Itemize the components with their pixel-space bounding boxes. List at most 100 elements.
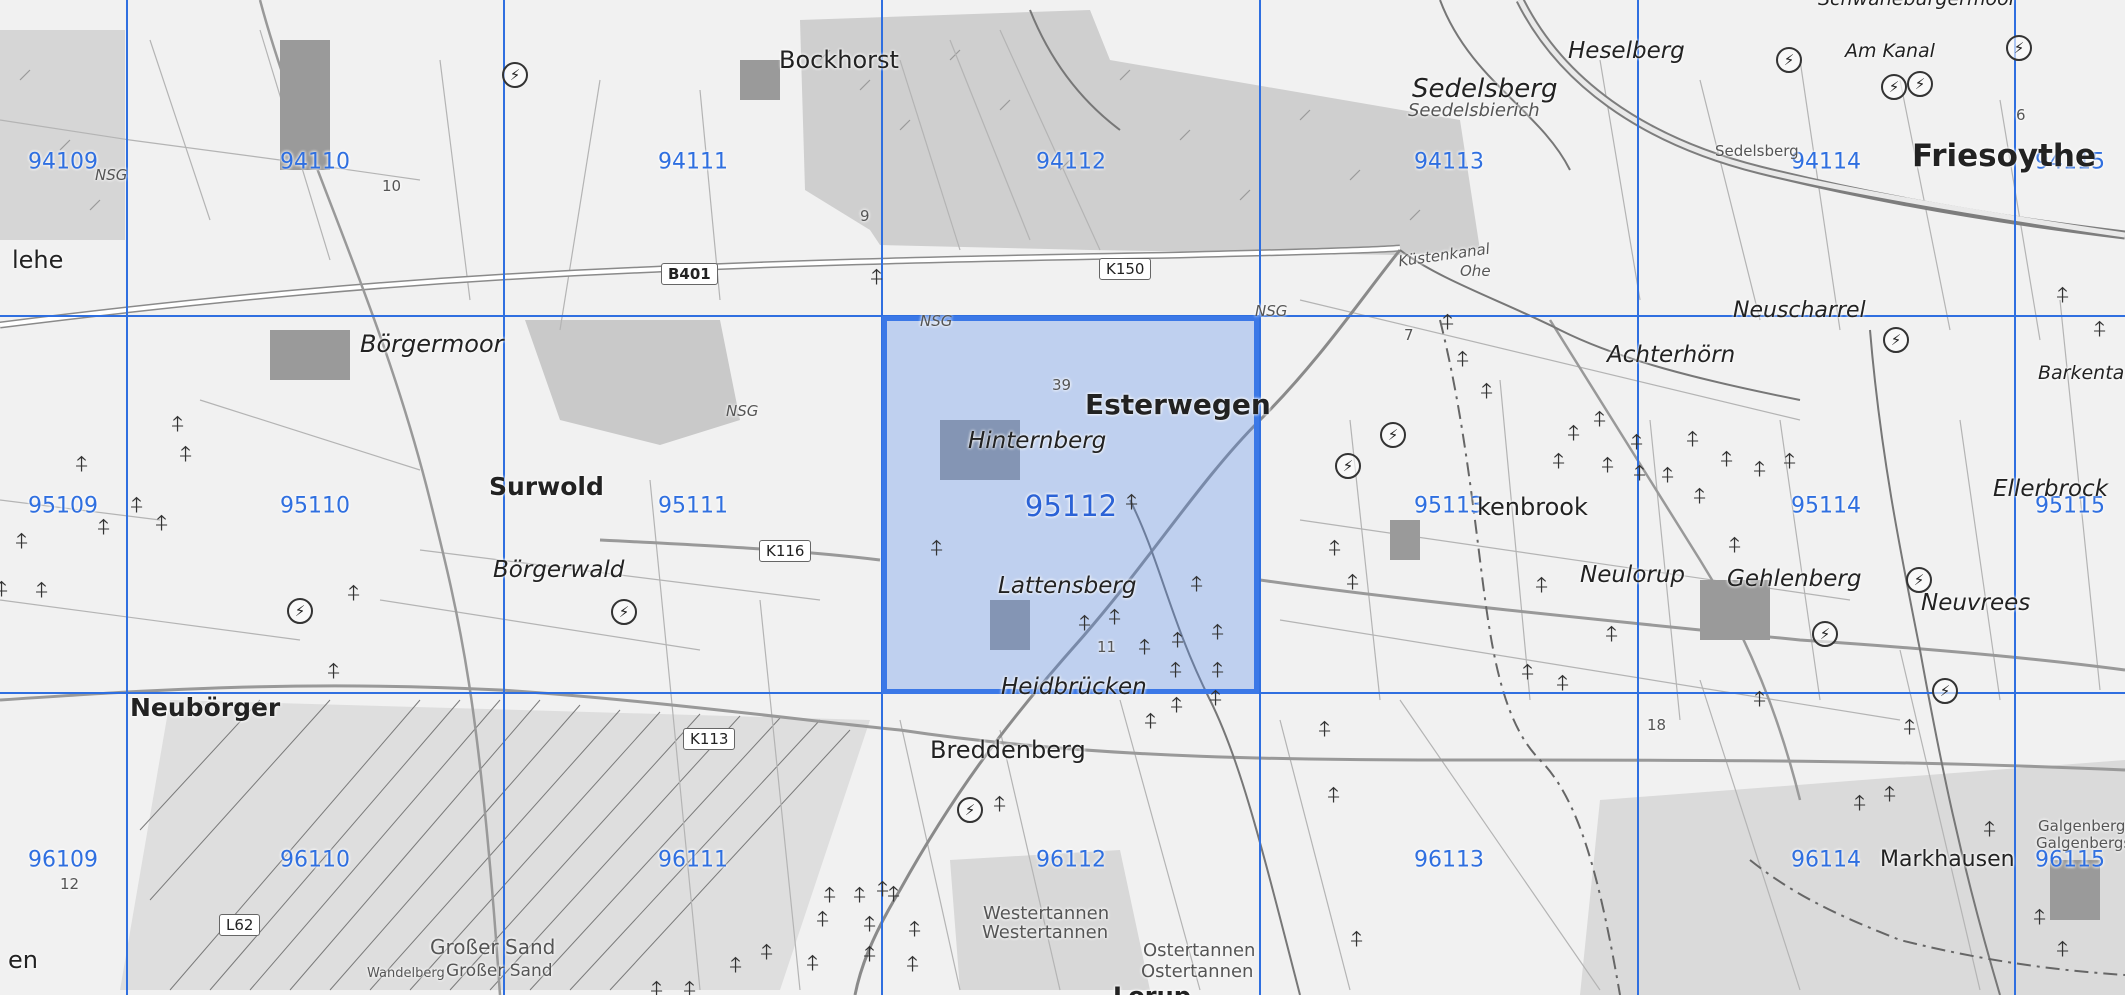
place-label: Westertannen	[982, 922, 1109, 943]
grid-line-v	[503, 0, 505, 995]
place-label: Heselberg	[1568, 38, 1685, 64]
wind-turbine-icon: ⍏	[1441, 310, 1455, 336]
grid-cell-label[interactable]: 96114	[1791, 847, 1861, 873]
wind-turbine-icon: ⍏	[2056, 937, 2070, 963]
forest-area-se	[1580, 760, 2125, 995]
grid-cell-label[interactable]: 94109	[28, 149, 98, 175]
spot-height: 12	[60, 875, 80, 893]
hatch-lines	[139, 699, 851, 991]
grid-cell-label[interactable]: 94114	[1791, 149, 1861, 175]
road-label: K113	[683, 728, 736, 750]
moor-hatch	[19, 49, 1421, 221]
grid-cell-label[interactable]: 96112	[1036, 847, 1106, 873]
spot-height: 10	[382, 177, 402, 195]
wind-turbine-icon: ⍏	[327, 659, 341, 685]
place-label: Gehlenberg	[1727, 566, 1862, 592]
spot-height: 6	[2016, 106, 2026, 124]
grid-cell-label[interactable]: 96111	[658, 847, 728, 873]
field-lines	[0, 29, 2101, 991]
wind-turbine-icon: ⍏	[1078, 611, 1092, 637]
forest-area-s	[950, 850, 1150, 990]
grid-cell-label[interactable]: 95113	[1414, 493, 1484, 519]
wind-turbine-icon: ⍏	[1125, 490, 1139, 516]
grid-cell-label[interactable]: 95114	[1791, 493, 1861, 519]
grid-cell-label[interactable]: 96115	[2035, 847, 2105, 873]
wind-turbine-icon: ⍏	[930, 536, 944, 562]
wind-turbine-icon: ⍏	[1630, 430, 1644, 456]
place-label: Schwaneburgermoor	[1818, 0, 2017, 10]
spot-height: 18	[1647, 716, 1667, 734]
wind-turbine-icon: ⍏	[683, 977, 697, 995]
wind-turbine-icon: ⍏	[1327, 783, 1341, 809]
moor-area-west	[0, 30, 125, 240]
place-label: en	[8, 946, 38, 974]
place-label: Wandelberg	[367, 966, 445, 981]
place-label: lehe	[12, 246, 64, 274]
wind-turbine-icon: ⍏	[179, 442, 193, 468]
moor-area	[800, 10, 1480, 255]
power-plant-icon: ⚡	[611, 599, 637, 625]
road-label: K150	[1099, 258, 1152, 280]
wind-turbine-icon: ⍏	[823, 883, 837, 909]
wind-turbine-icon: ⍏	[853, 883, 867, 909]
selected-grid-cell-label[interactable]: 95112	[1024, 489, 1118, 523]
place-label: NSG	[1255, 302, 1288, 320]
wind-turbine-icon: ⍏	[908, 917, 922, 943]
place-label: kenbrook	[1477, 493, 1588, 521]
wind-turbine-icon: ⍏	[729, 953, 743, 979]
grid-cell-label[interactable]: 94111	[658, 149, 728, 175]
power-plant-icon: ⚡	[1776, 47, 1802, 73]
place-label: Galgenbergss	[2038, 817, 2125, 835]
grid-cell-label[interactable]: 95115	[2035, 493, 2105, 519]
grid-cell-label[interactable]: 94115	[2035, 149, 2105, 175]
place-label: Seedelsbierich	[1408, 100, 1540, 121]
wind-turbine-icon: ⍏	[1108, 605, 1122, 631]
grid-cell-label[interactable]: 94112	[1036, 149, 1106, 175]
wind-turbine-icon: ⍏	[130, 493, 144, 519]
grid-cell-label[interactable]: 96113	[1414, 847, 1484, 873]
place-label: Börgerwald	[493, 557, 625, 583]
power-plant-icon: ⚡	[1907, 71, 1933, 97]
wind-turbine-icon: ⍏	[1138, 635, 1152, 661]
wind-turbine-icon: ⍏	[15, 529, 29, 555]
wind-turbine-icon: ⍏	[650, 977, 664, 995]
terrain-areas	[0, 10, 2125, 995]
wind-turbine-icon: ⍏	[1633, 461, 1647, 487]
grid-cell-label[interactable]: 94113	[1414, 149, 1484, 175]
wind-turbine-icon: ⍏	[1211, 620, 1225, 646]
grid-cell-label[interactable]: 96109	[28, 847, 98, 873]
wind-turbine-icon: ⍏	[760, 940, 774, 966]
place-label: Ohe	[1460, 262, 1491, 280]
wind-turbine-icon: ⍏	[1783, 449, 1797, 475]
place-label: Neubörger	[130, 693, 281, 722]
wind-turbine-icon: ⍏	[1350, 927, 1364, 953]
wind-turbine-icon: ⍏	[1720, 447, 1734, 473]
grid-cell-label[interactable]: 96110	[280, 847, 350, 873]
wind-turbine-icon: ⍏	[876, 877, 890, 903]
grid-cell-label[interactable]: 95110	[280, 493, 350, 519]
grid-cell-label[interactable]: 95109	[28, 493, 98, 519]
power-plant-icon: ⚡	[1883, 327, 1909, 353]
selected-grid-cell[interactable]	[882, 316, 1259, 694]
place-label: Ostertannen	[1143, 940, 1256, 961]
wind-turbine-icon: ⍏	[75, 452, 89, 478]
place-label: Sedelsberg	[1412, 74, 1558, 104]
place-label: Neuvrees	[1921, 590, 2031, 616]
place-label: Neulorup	[1580, 562, 1686, 588]
place-label: Sedelsberg	[1715, 142, 1799, 160]
grid-cell-label[interactable]: 95111	[658, 493, 728, 519]
road-label: K116	[759, 540, 812, 562]
place-label: Bockhorst	[779, 46, 899, 74]
road-label: L62	[219, 914, 261, 936]
wind-turbine-icon: ⍏	[863, 912, 877, 938]
wind-turbine-icon: ⍏	[1853, 791, 1867, 817]
spot-height: 9	[860, 207, 870, 225]
wind-turbine-icon: ⍏	[1753, 687, 1767, 713]
grid-cell-label[interactable]: 94110	[280, 149, 350, 175]
power-plant-icon: ⚡	[957, 797, 983, 823]
wind-turbine-icon: ⍏	[1346, 570, 1360, 596]
spot-height: 39	[1052, 376, 1072, 394]
wind-turbine-icon: ⍏	[1686, 427, 1700, 453]
